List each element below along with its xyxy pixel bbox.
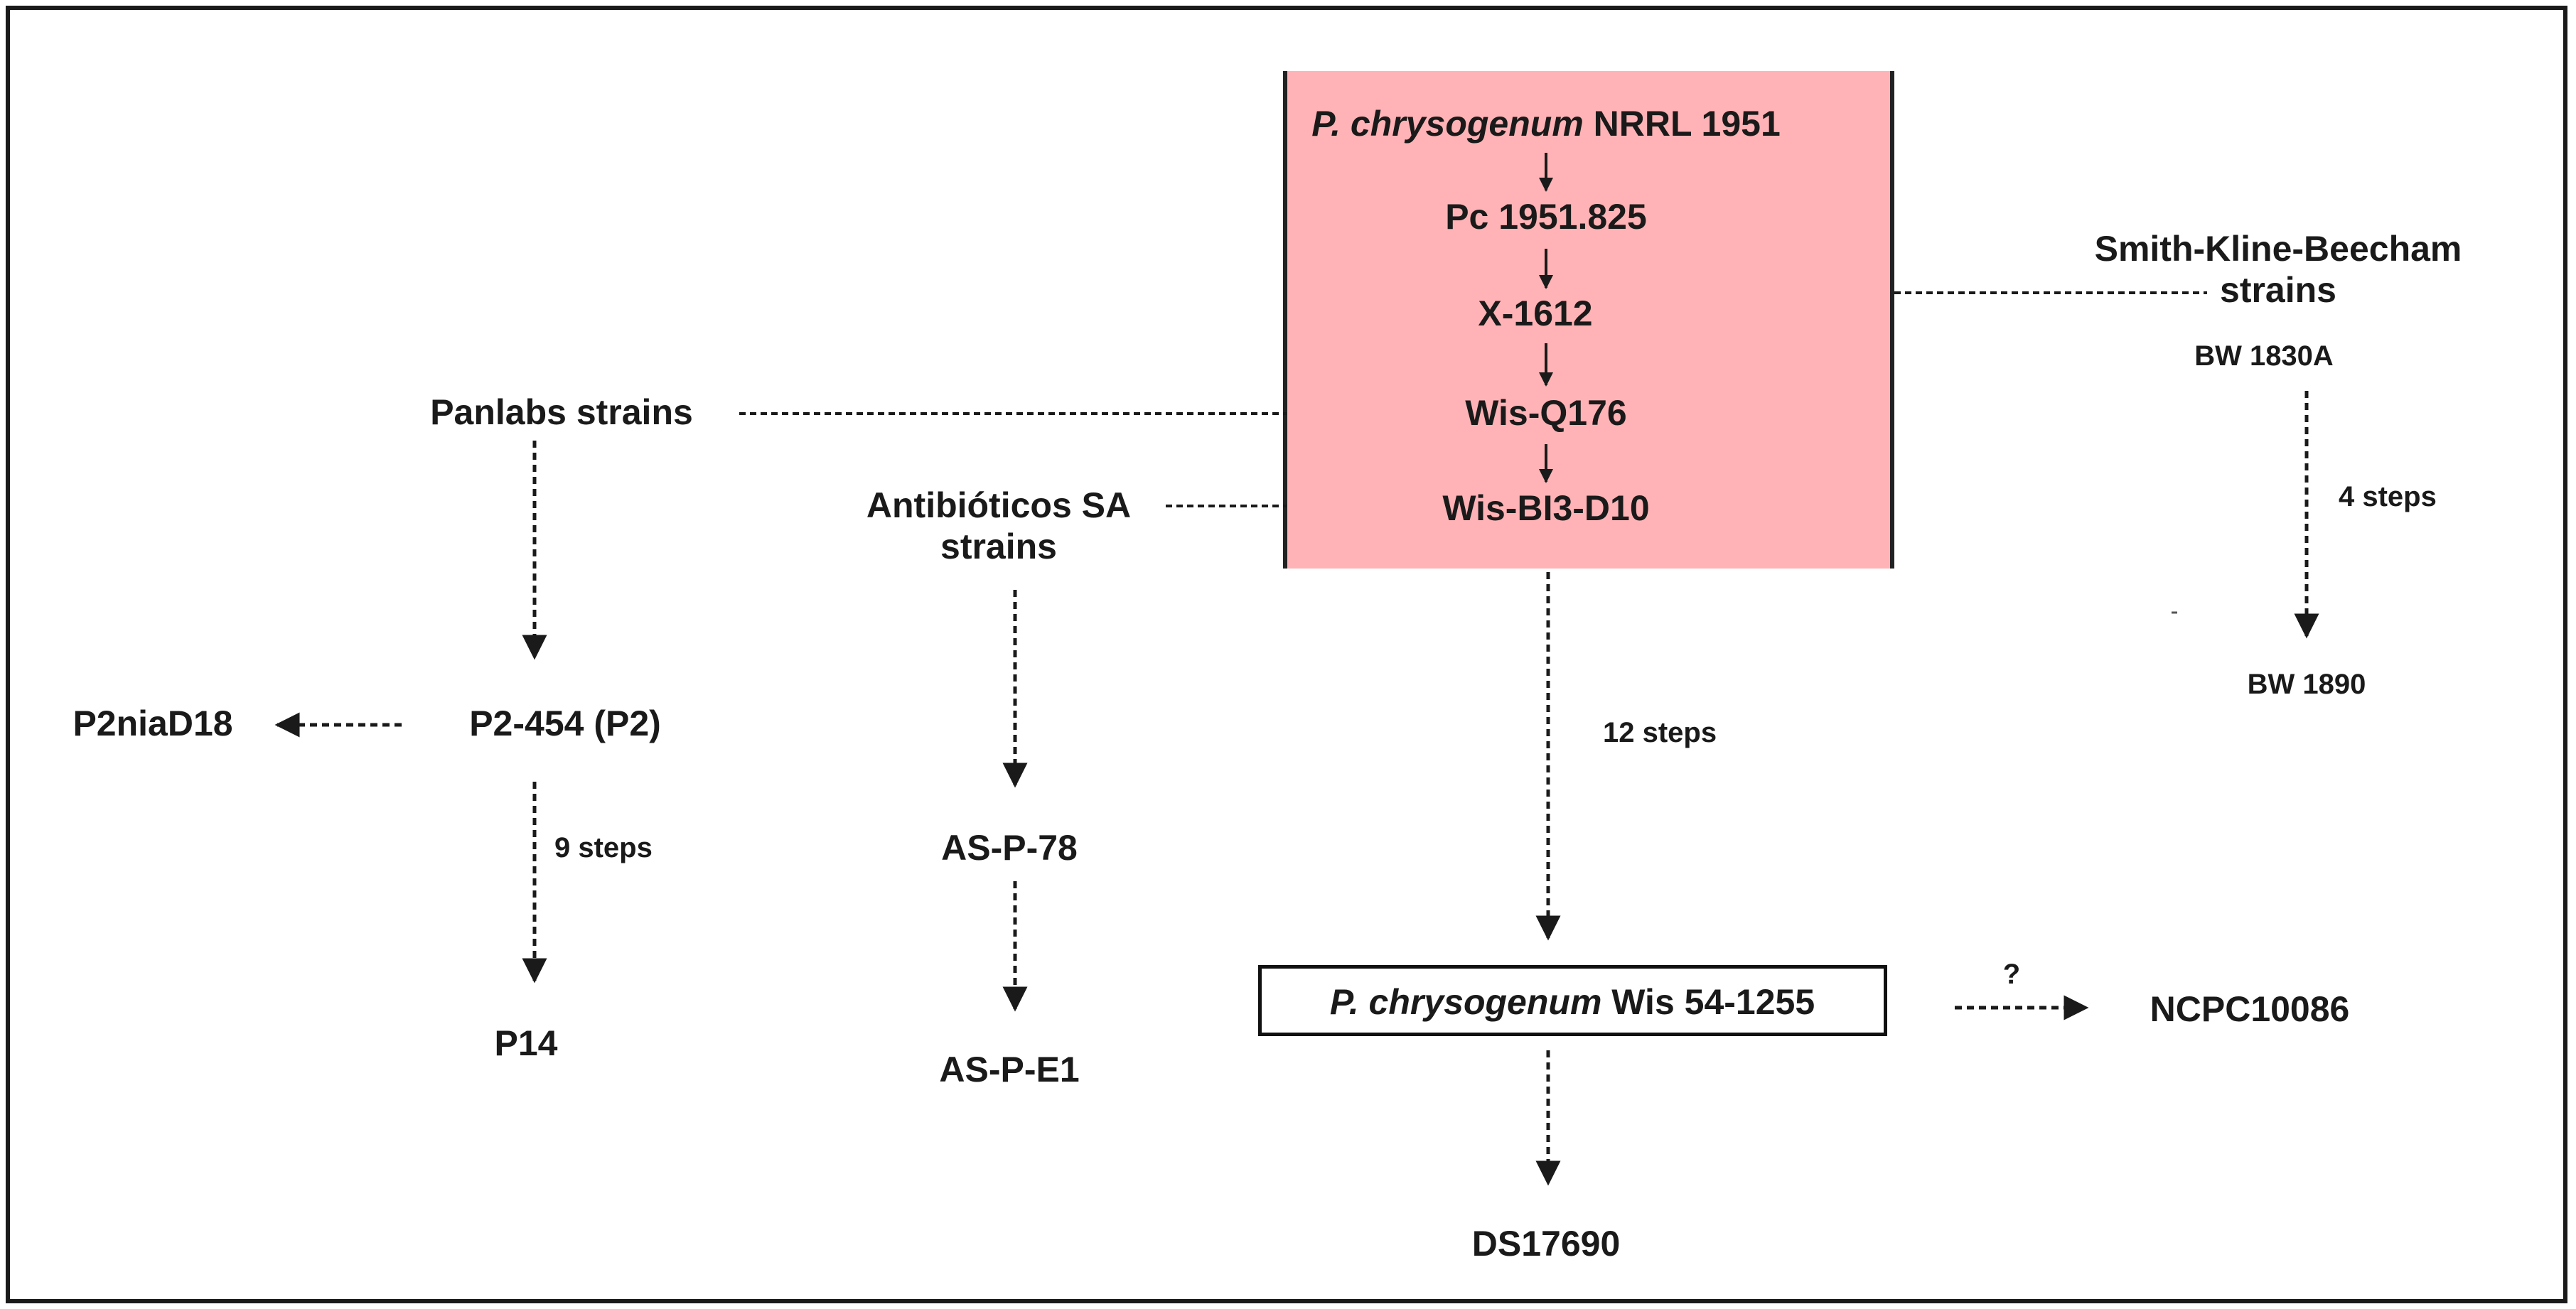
strain-p2-454: P2-454 (P2) xyxy=(469,704,661,743)
strain-p2niad18: P2niaD18 xyxy=(73,704,233,743)
strain-nrrl-label: NRRL 1951 xyxy=(1593,104,1781,144)
wis-54-1255-box xyxy=(1258,965,1887,1036)
diagram-frame xyxy=(6,6,2567,1303)
strain-p14: P14 xyxy=(494,1023,558,1063)
strain-wis-q176: Wis-Q176 xyxy=(1465,393,1627,433)
strain-wis-bi3-d10: Wis-BI3-D10 xyxy=(1442,488,1650,528)
smith-kline-steps-label: 4 steps xyxy=(2339,481,2437,512)
panlabs-steps-label: 9 steps xyxy=(554,832,653,863)
wisconsin-steps-label: 12 steps xyxy=(1603,717,1717,748)
strain-ncpc10086: NCPC10086 xyxy=(2150,989,2350,1029)
strain-bw-1830a: BW 1830A xyxy=(2194,340,2334,372)
strain-nrrl-1951: P. chrysogenum NRRL 1951 xyxy=(1311,104,1781,145)
species-italic: P. chrysogenum xyxy=(1311,104,1584,144)
strain-x-1612: X-1612 xyxy=(1478,293,1593,333)
wis-strain-label: Wis 54-1255 xyxy=(1611,982,1815,1022)
smith-kline-line1: Smith-Kline-Beecham xyxy=(2094,229,2462,269)
strain-pc-1951-825: Pc 1951.825 xyxy=(1445,197,1647,237)
wis-species-italic: P. chrysogenum xyxy=(1329,982,1602,1022)
panlabs-group-label: Panlabs strains xyxy=(430,392,693,432)
strain-as-p-e1: AS-P-E1 xyxy=(939,1050,1080,1089)
smith-kline-line2: strains xyxy=(2220,269,2336,310)
strain-ds17690: DS17690 xyxy=(1471,1224,1621,1264)
antibioticos-line1: Antibióticos SA xyxy=(866,485,1132,525)
strain-as-p-78: AS-P-78 xyxy=(941,828,1078,868)
central-strain-chain-box xyxy=(1283,71,1894,569)
uncertain-derivation-mark: ? xyxy=(2002,959,2021,990)
strain-bw-1890: BW 1890 xyxy=(2247,669,2366,700)
strain-wis-54-1255: P. chrysogenum Wis 54-1255 xyxy=(1330,982,1815,1023)
antibioticos-line2: strains xyxy=(940,526,1057,566)
